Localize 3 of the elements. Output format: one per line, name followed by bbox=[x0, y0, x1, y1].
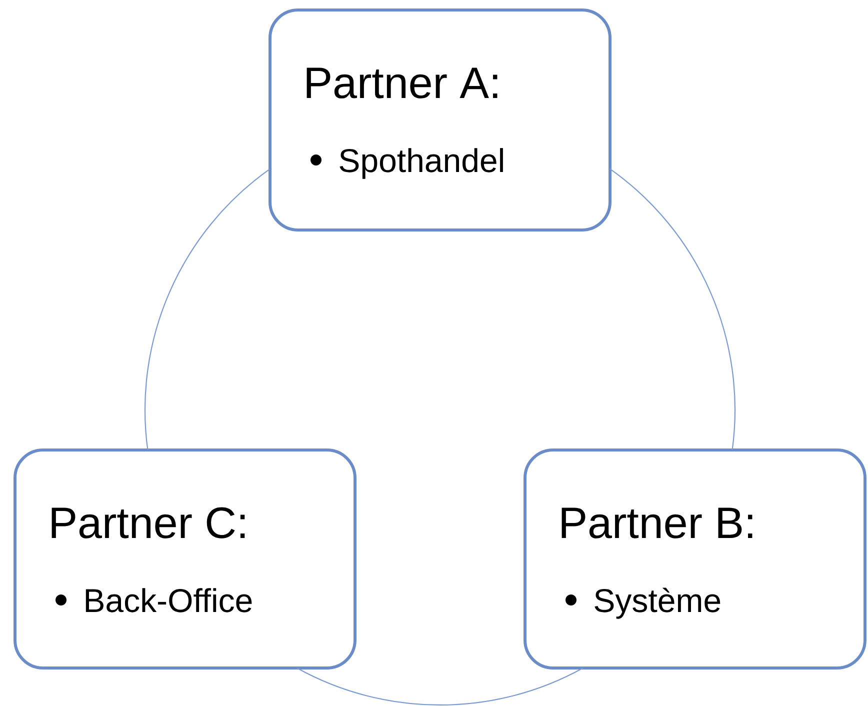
partner-box: Partner A: Spothandel bbox=[268, 8, 612, 232]
partner-box: Partner C: Back-Office bbox=[14, 448, 356, 670]
partner-box: Partner B: Système bbox=[524, 448, 866, 670]
